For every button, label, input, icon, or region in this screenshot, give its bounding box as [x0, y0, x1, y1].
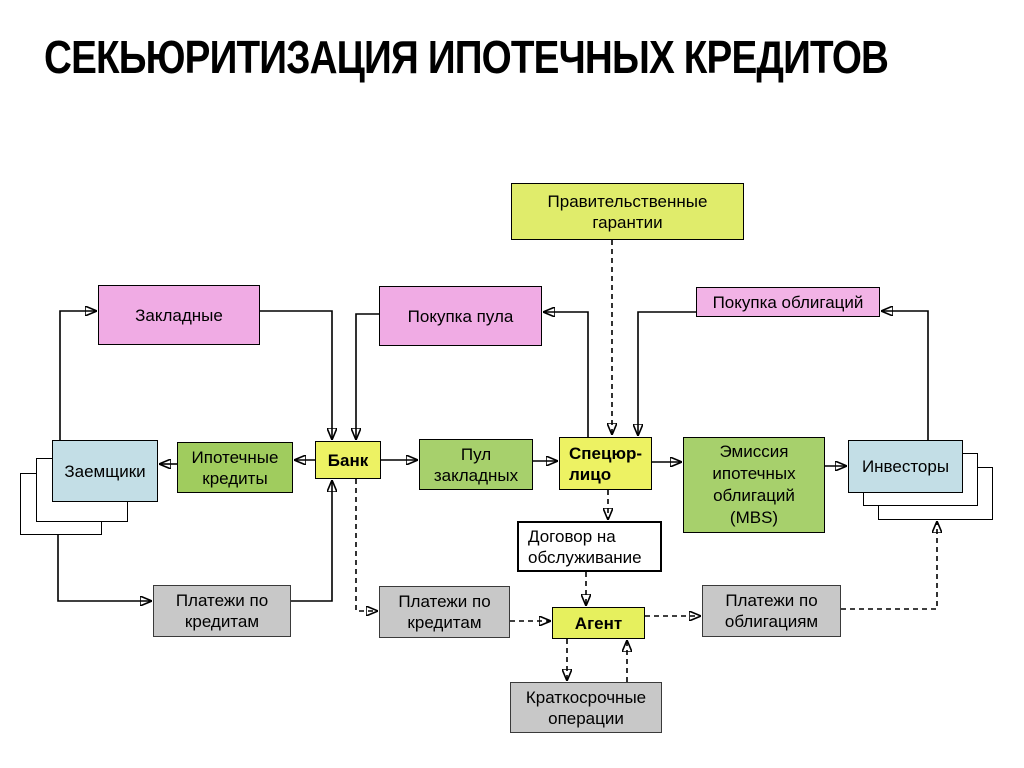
node-bank: Банк: [315, 441, 381, 479]
node-investors: Инвесторы: [848, 440, 963, 493]
edge-loan-payments-to-bank: [291, 482, 332, 602]
slide-title: СЕКЬЮРИТИЗАЦИЯ ИПОТЕЧНЫХ КРЕДИТОВ: [44, 31, 889, 83]
node-pool-purchase: Покупка пула: [379, 286, 542, 346]
node-spv: Спецюр- лицо: [559, 437, 652, 490]
edge-bond-payments-to-investors: [841, 523, 937, 610]
edge-borrowers-to-mortgage-notes: [59, 311, 95, 440]
node-loan-payments-left: Платежи по кредитам: [153, 585, 291, 637]
edge-borrowers-to-loan-payments: [57, 535, 150, 601]
node-mortgage-loans: Ипотечные кредиты: [177, 442, 293, 493]
edge-pool-purchase-to-bank: [356, 313, 379, 438]
node-mortgage-notes: Закладные: [98, 285, 260, 345]
edge-investors-to-bond-purchase: [883, 311, 929, 440]
node-borrowers: Заемщики: [52, 440, 158, 502]
node-agent: Агент: [552, 607, 645, 639]
node-service-contract: Договор на обслуживание: [517, 521, 662, 572]
node-mortgage-pool: Пул закладных: [419, 439, 533, 490]
edge-bank-to-loan-payments-center: [355, 479, 376, 611]
node-short-term-operations: Краткосрочные операции: [510, 682, 662, 733]
edge-spv-to-pool-purchase: [545, 312, 589, 437]
node-loan-payments-center: Платежи по кредитам: [379, 586, 510, 638]
edge-bond-purchase-to-spv: [638, 311, 696, 434]
node-bond-purchase: Покупка облигаций: [696, 287, 880, 317]
edge-mortgage-notes-to-bank: [260, 310, 332, 438]
node-bond-payments: Платежи по облигациям: [702, 585, 841, 637]
node-mbs-issue: Эмиссия ипотечных облигаций (MBS): [683, 437, 825, 533]
node-government-guarantees: Правительственные гарантии: [511, 183, 744, 240]
